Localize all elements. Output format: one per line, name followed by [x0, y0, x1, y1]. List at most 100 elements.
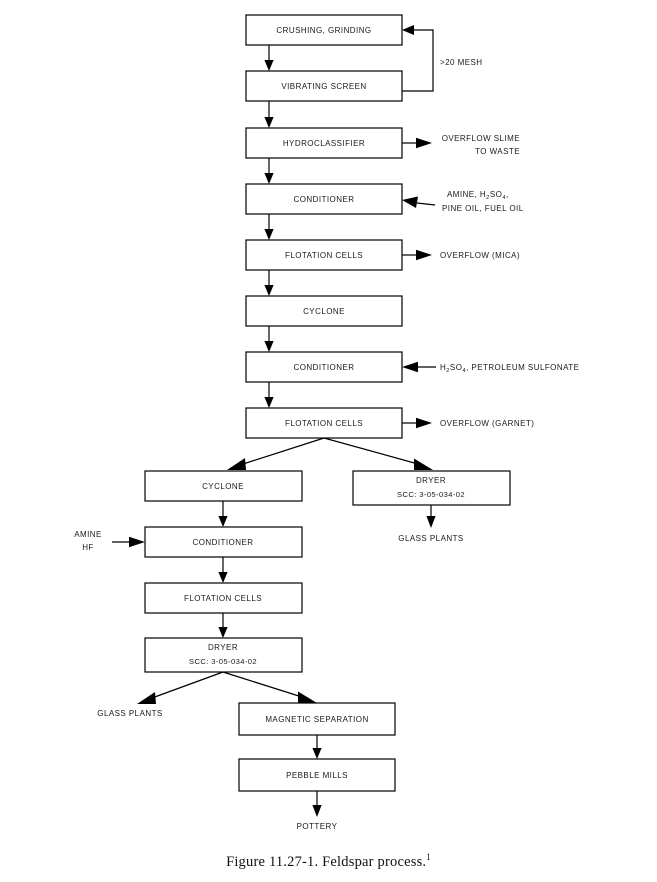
node-conditioner-2-label: CONDITIONER [294, 363, 355, 372]
node-magnetic-separation-rect [238, 702, 396, 736]
reagents2-prefix: H [440, 363, 446, 372]
reagents1-suffix: , [506, 190, 509, 199]
reagents2-suffix: , PETROLEUM SULFONATE [466, 363, 579, 372]
arrow-flotation1-to-cyclone1 [264, 285, 274, 296]
node-hydroclassifier[interactable]: HYDROCLASSIFIER [245, 127, 403, 159]
node-conditioner-1[interactable]: CONDITIONER [245, 183, 403, 215]
node-crushing-grinding-rect [245, 14, 403, 46]
node-pebble-mills[interactable]: PEBBLE MILLS [238, 758, 396, 792]
reagents1-mid: SO [490, 190, 502, 199]
label-hf: HF [82, 543, 94, 552]
label-overflow-garnet: OVERFLOW (GARNET) [440, 419, 534, 428]
figure-caption-footnote: 1 [426, 852, 431, 862]
arrow-recirculation-to-crushing [402, 25, 414, 35]
arrow-reagents2-to-conditioner2 [402, 361, 418, 373]
arrow-flotation1-overflow [416, 249, 432, 261]
node-pebble-mills-rect [238, 758, 396, 792]
node-cyclone-1[interactable]: CYCLONE [245, 295, 403, 327]
arrow-crushing-to-vibrating [264, 60, 274, 71]
arrow-conditioner3-to-flotation3 [218, 572, 228, 583]
node-dryer-2[interactable]: DRYER SCC: 3-05-034-02 [144, 637, 303, 673]
node-dryer-2-rect [144, 637, 303, 673]
reagents2-sub2: 4 [462, 368, 466, 374]
connector-dryer2-to-magsep [222, 671, 303, 698]
node-cyclone-2-rect [144, 470, 303, 502]
node-flotation-cells-2[interactable]: FLOTATION CELLS [245, 407, 403, 439]
arrow-flotation2-overflow [416, 417, 432, 429]
node-flotation-cells-3-label: FLOTATION CELLS [184, 594, 262, 603]
arrow-dryer2-to-glass [137, 692, 156, 704]
node-flotation-cells-2-label: FLOTATION CELLS [285, 419, 363, 428]
arrow-flotation2-to-dryer1 [414, 458, 433, 470]
node-flotation-cells-3[interactable]: FLOTATION CELLS [144, 582, 303, 614]
connector-flotation2-to-dryer1 [323, 437, 419, 465]
connectors [112, 25, 436, 817]
node-crushing-grinding-label: CRUSHING, GRINDING [276, 26, 371, 35]
node-conditioner-3-label: CONDITIONER [193, 538, 254, 547]
arrow-flotation2-to-cyclone2 [227, 458, 246, 470]
node-dryer-1-rect [352, 470, 511, 506]
node-conditioner-1-label: CONDITIONER [294, 195, 355, 204]
arrow-conditioner2-to-flotation2 [264, 397, 274, 408]
node-conditioner-3-rect [144, 526, 303, 558]
figure-caption-text: Figure 11.27-1. Feldspar process. [226, 853, 427, 870]
node-magnetic-separation[interactable]: MAGNETIC SEPARATION [238, 702, 396, 736]
node-cyclone-2-label: CYCLONE [202, 482, 244, 491]
label-oversize-mesh: >20 MESH [440, 58, 483, 67]
reagents2-mid: SO [450, 363, 462, 372]
reagents1-prefix: AMINE, H [447, 190, 486, 199]
label-reagents-conditioner2: H2SO4, PETROLEUM SULFONATE [440, 363, 579, 374]
reagents2-sub1: 2 [446, 368, 450, 374]
process-boxes: CRUSHING, GRINDING VIBRATING SCREEN HYDR… [144, 14, 511, 792]
connector-dryer2-to-glass [151, 671, 224, 699]
figure-caption: Figure 11.27-1. Feldspar process.1 [0, 852, 657, 871]
label-pottery: POTTERY [297, 822, 338, 831]
node-hydroclassifier-rect [245, 127, 403, 159]
arrow-reagents1-to-conditioner1 [402, 196, 418, 208]
arrow-amine-to-conditioner3 [129, 536, 145, 548]
arrow-vibrating-to-hydroclassifier [264, 117, 274, 128]
node-flotation-cells-1-label: FLOTATION CELLS [285, 251, 363, 260]
node-dryer-1-label: DRYER [416, 476, 446, 485]
node-conditioner-1-rect [245, 183, 403, 215]
label-amine: AMINE [74, 530, 102, 539]
reagents1-sub2: 4 [502, 195, 506, 201]
label-to-waste: TO WASTE [475, 147, 520, 156]
label-reagents-conditioner1-line1: AMINE, H2SO4, [447, 190, 509, 201]
node-vibrating-screen[interactable]: VIBRATING SCREEN [245, 70, 403, 102]
node-flotation-cells-2-rect [245, 407, 403, 439]
node-cyclone-2[interactable]: CYCLONE [144, 470, 303, 502]
node-flotation-cells-1[interactable]: FLOTATION CELLS [245, 239, 403, 271]
label-overflow-slime: OVERFLOW SLIME [442, 134, 520, 143]
node-vibrating-screen-rect [245, 70, 403, 102]
arrow-magsep-to-pebble [312, 748, 322, 759]
arrow-hydroclassifier-to-conditioner1 [264, 173, 274, 184]
label-glass-plants-left: GLASS PLANTS [97, 709, 162, 718]
reagents1-sub1: 2 [486, 195, 490, 201]
node-conditioner-3[interactable]: CONDITIONER [144, 526, 303, 558]
connector-reagents1-to-conditioner1 [416, 202, 436, 206]
node-dryer-1[interactable]: DRYER SCC: 3-05-034-02 [352, 470, 511, 506]
arrow-dryer1-to-glass [426, 516, 436, 528]
label-glass-plants-right: GLASS PLANTS [398, 534, 463, 543]
node-flotation-cells-3-rect [144, 582, 303, 614]
node-cyclone-1-rect [245, 295, 403, 327]
arrow-hydroclassifier-overflow [416, 137, 432, 149]
node-conditioner-2[interactable]: CONDITIONER [245, 351, 403, 383]
arrow-dryer2-to-magsep [298, 691, 317, 703]
label-reagents-conditioner1-line2: PINE OIL, FUEL OIL [442, 204, 524, 213]
node-dryer-2-scc: SCC: 3-05-034-02 [189, 657, 257, 666]
node-crushing-grinding[interactable]: CRUSHING, GRINDING [245, 14, 403, 46]
arrow-cyclone2-to-conditioner3 [218, 516, 228, 527]
node-flotation-cells-1-rect [245, 239, 403, 271]
arrow-conditioner1-to-flotation1 [264, 229, 274, 240]
label-overflow-mica: OVERFLOW (MICA) [440, 251, 520, 260]
arrow-pebble-to-pottery [312, 805, 322, 817]
stream-labels: >20 MESH OVERFLOW SLIME TO WASTE AMINE, … [74, 58, 579, 831]
node-hydroclassifier-label: HYDROCLASSIFIER [283, 139, 365, 148]
node-conditioner-2-rect [245, 351, 403, 383]
node-pebble-mills-label: PEBBLE MILLS [286, 771, 348, 780]
node-magnetic-separation-label: MAGNETIC SEPARATION [265, 715, 368, 724]
